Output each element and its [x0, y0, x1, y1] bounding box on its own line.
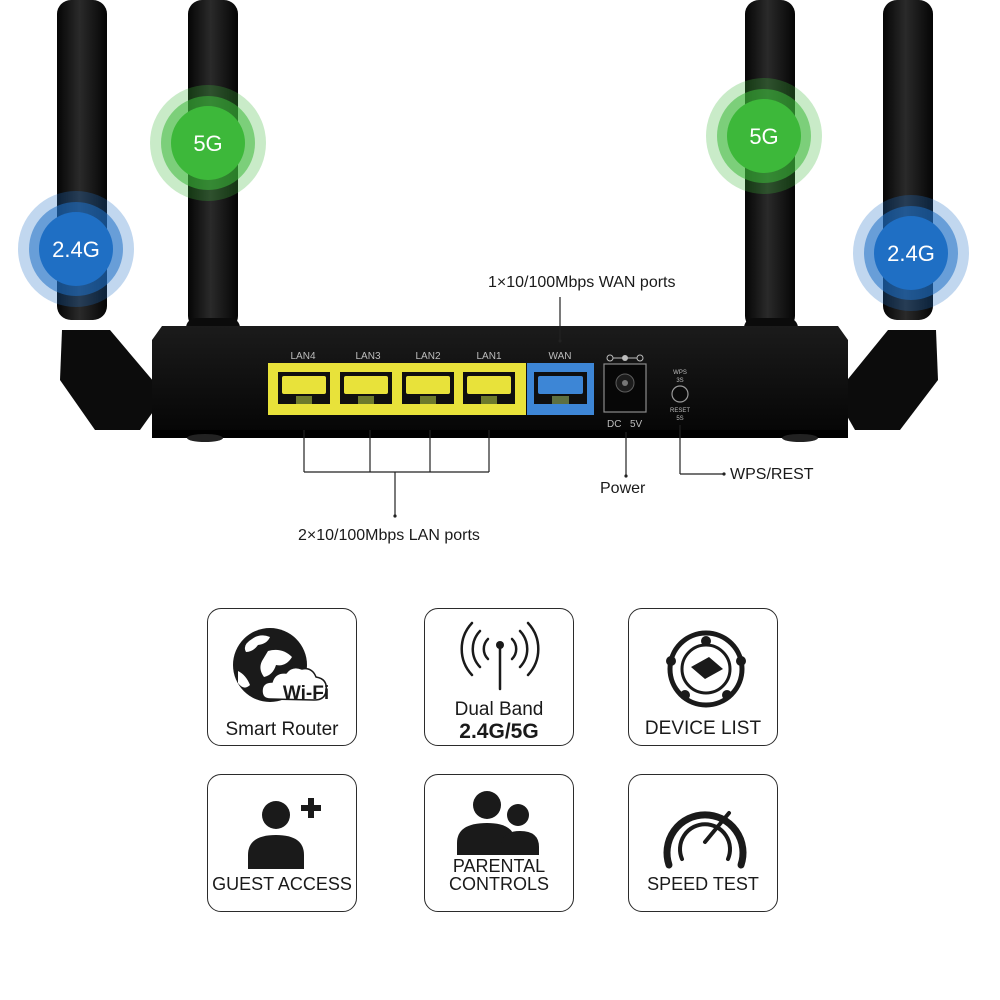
badge-5g-right: 5G: [706, 78, 822, 194]
antenna-signal-icon: [460, 621, 540, 691]
dc-power-port: DC 5V: [603, 354, 647, 430]
badge-2-4g-right: 2.4G: [853, 195, 969, 311]
feature-dual-band: Dual Band 2.4G/5G: [424, 608, 574, 746]
feature-smart-router: Wi-Fi Smart Router: [207, 608, 357, 746]
dc-label: DC: [607, 419, 621, 430]
wifi-logo-text: Wi-Fi: [283, 683, 329, 704]
wps-reset-button: WPS 3S RESET 5S: [670, 370, 690, 422]
cloud-icon: [261, 666, 328, 701]
lan-port-block: [268, 363, 526, 415]
lan3-label: LAN3: [355, 351, 380, 362]
speedometer-icon: [663, 811, 747, 869]
device-list-label: DEVICE LIST: [644, 718, 762, 739]
wan-label: WAN: [549, 351, 572, 362]
reset-time-label: 5S: [676, 416, 683, 422]
badge-2-4g-left: 2.4G: [18, 191, 134, 307]
svg-text:5G: 5G: [749, 124, 778, 149]
router-illustration: LAN4 LAN3 LAN2 LAN1 WAN: [18, 0, 969, 518]
smart-router-label: Smart Router: [225, 719, 339, 740]
wan-ports-callout: 1×10/100Mbps WAN ports: [488, 274, 676, 291]
connected-devices-icon: [666, 630, 746, 708]
dc-voltage-label: 5V: [630, 419, 643, 430]
feature-parental-controls: PARENTAL CONTROLS: [424, 774, 574, 912]
dual-band-line1: Dual Band: [454, 699, 544, 720]
svg-text:2.4G: 2.4G: [52, 237, 100, 262]
feature-speed-test: SPEED TEST: [628, 774, 778, 912]
badge-5g-left: 5G: [150, 85, 266, 201]
reset-label: RESET: [670, 408, 690, 414]
family-icon: [457, 791, 539, 855]
parental-line1: PARENTAL: [452, 856, 546, 876]
wan-port: [527, 363, 594, 415]
lan-ports-callout: 2×10/100Mbps LAN ports: [298, 527, 480, 544]
wps-label: WPS: [673, 370, 687, 376]
wps-reset-callout: WPS/REST: [730, 466, 814, 483]
power-callout: Power: [600, 480, 646, 497]
callout-lines: [303, 297, 724, 515]
feature-device-list: DEVICE LIST: [628, 608, 778, 746]
svg-text:5G: 5G: [193, 131, 222, 156]
speed-test-label: SPEED TEST: [647, 874, 759, 894]
dual-band-line2: 2.4G/5G: [459, 720, 539, 743]
wps-time-label: 3S: [676, 378, 683, 384]
feature-guest-access: GUEST ACCESS: [207, 774, 357, 912]
lan1-label: LAN1: [476, 351, 501, 362]
lan2-label: LAN2: [415, 351, 440, 362]
lan4-label: LAN4: [290, 351, 315, 362]
guest-access-label: GUEST ACCESS: [212, 874, 352, 894]
parental-line2: CONTROLS: [448, 874, 549, 894]
svg-text:2.4G: 2.4G: [887, 241, 935, 266]
add-user-icon: [248, 798, 321, 869]
